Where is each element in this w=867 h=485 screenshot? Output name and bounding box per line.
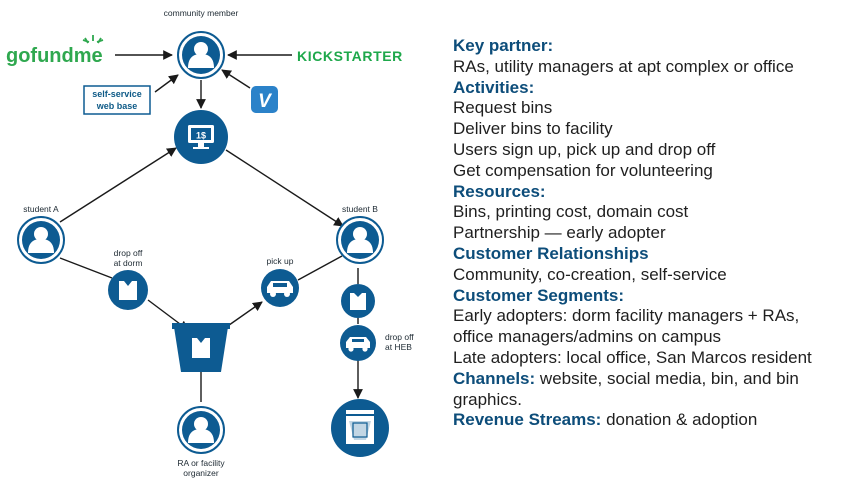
svg-text:RA or facility: RA or facility bbox=[177, 458, 225, 468]
svg-text:community member: community member bbox=[164, 8, 239, 18]
car-icon bbox=[267, 281, 293, 297]
laundry-node bbox=[331, 399, 389, 457]
car-icon bbox=[346, 337, 370, 352]
business-flow-diagram: gofundme KICKSTARTER community member se… bbox=[6, 8, 414, 478]
segment-item: office managers/admins on campus bbox=[453, 327, 722, 347]
svg-text:student B: student B bbox=[342, 204, 378, 214]
channels-text: website, social media, bin, and bin grap… bbox=[453, 368, 799, 409]
svg-text:KICKSTARTER: KICKSTARTER bbox=[297, 48, 403, 64]
drop-off-heb-node: drop off at HEB bbox=[340, 325, 414, 361]
monitor-icon bbox=[188, 125, 214, 149]
activity-item: Request bins bbox=[453, 98, 553, 118]
revenue-row: Revenue Streams: donation & adoption bbox=[453, 410, 863, 431]
pick-up-node: pick up bbox=[261, 256, 299, 307]
business-model-canvas: Key partner: RAs, utility managers at ap… bbox=[453, 36, 863, 431]
channels-heading: Channels: bbox=[453, 368, 536, 388]
revenue-heading: Revenue Streams: bbox=[453, 410, 602, 430]
bag-icon bbox=[119, 281, 137, 300]
bin-node bbox=[172, 323, 230, 372]
venmo-icon: V bbox=[251, 86, 278, 113]
community-member-node: community member bbox=[164, 8, 239, 79]
connectors bbox=[59, 50, 363, 402]
activities-heading: Activities: bbox=[453, 77, 535, 97]
bag-node bbox=[341, 284, 375, 318]
segment-item: Early adopters: dorm facility managers +… bbox=[453, 306, 800, 326]
bag-icon bbox=[192, 338, 210, 358]
customer-relationships-heading: Customer Relationships bbox=[453, 243, 649, 263]
key-partner-heading: Key partner: bbox=[453, 36, 554, 55]
svg-text:self-service: self-service bbox=[92, 89, 142, 99]
activity-item: Users sign up, pick up and drop off bbox=[453, 139, 716, 159]
student-a-node: student A bbox=[17, 204, 65, 264]
gofundme-logo: gofundme bbox=[6, 35, 104, 67]
activity-item: Get compensation for volunteering bbox=[453, 160, 713, 180]
customer-relationships-text: Community, co-creation, self-service bbox=[453, 264, 727, 284]
drop-off-dorm-node: drop off at dorm bbox=[108, 248, 148, 310]
channels-row: Channels: website, social media, bin, an… bbox=[453, 369, 863, 411]
key-partner-text: RAs, utility managers at apt complex or … bbox=[453, 56, 794, 76]
resource-item: Partnership — early adopter bbox=[453, 223, 666, 243]
svg-text:organizer: organizer bbox=[183, 468, 219, 478]
svg-text:V: V bbox=[258, 91, 272, 112]
student-b-node: student B bbox=[336, 204, 384, 264]
kickstarter-logo: KICKSTARTER bbox=[297, 48, 403, 64]
svg-text:web base: web base bbox=[96, 101, 138, 111]
customer-segments-heading: Customer Segments: bbox=[453, 285, 624, 305]
svg-text:student A: student A bbox=[23, 204, 59, 214]
segment-item: Late adopters: local office, San Marcos … bbox=[453, 347, 812, 367]
resource-item: Bins, printing cost, domain cost bbox=[453, 202, 689, 222]
payment-node: 1$ bbox=[174, 110, 228, 164]
ra-organizer-node: RA or facility organizer bbox=[177, 406, 225, 478]
bag-icon bbox=[350, 293, 366, 310]
svg-text:at HEB: at HEB bbox=[385, 342, 412, 352]
svg-text:drop off: drop off bbox=[114, 248, 143, 258]
svg-text:pick up: pick up bbox=[267, 256, 294, 266]
activity-item: Deliver bins to facility bbox=[453, 119, 613, 139]
svg-text:gofundme: gofundme bbox=[6, 45, 103, 67]
svg-text:1$: 1$ bbox=[196, 131, 206, 141]
self-service-box: self-service web base bbox=[83, 85, 151, 115]
revenue-text: donation & adoption bbox=[601, 410, 758, 430]
resources-heading: Resources: bbox=[453, 181, 546, 201]
svg-text:drop off: drop off bbox=[385, 332, 414, 342]
washer-icon bbox=[346, 410, 374, 444]
svg-text:at dorm: at dorm bbox=[114, 258, 143, 268]
